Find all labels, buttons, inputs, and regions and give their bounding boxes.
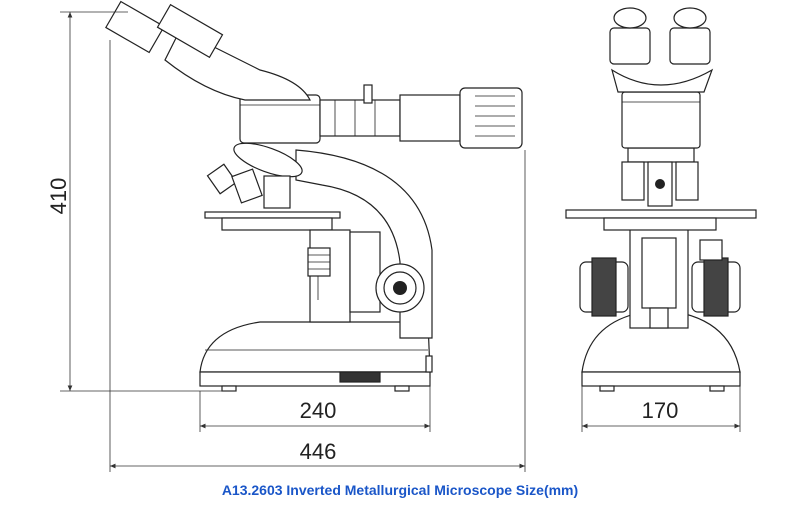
side-view	[105, 0, 523, 392]
dimension-lines	[60, 11, 741, 472]
height-dimension-label: 410	[46, 178, 71, 215]
side-width-dimension-label: 170	[642, 398, 679, 423]
figure-caption: A13.2603 Inverted Metallurgical Microsco…	[221, 482, 579, 498]
base-width-dimension-label: 240	[300, 398, 337, 423]
total-width-dimension-label: 446	[300, 439, 337, 464]
front-view	[565, 7, 757, 392]
